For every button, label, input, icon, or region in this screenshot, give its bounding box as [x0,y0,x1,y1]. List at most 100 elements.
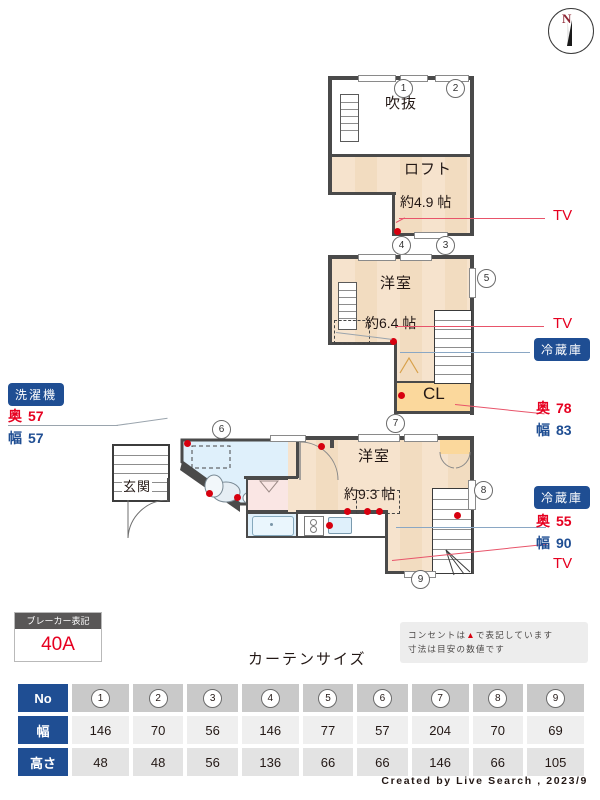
circled-number-7: 7 [430,688,450,708]
plan-marker-4: 4 [392,236,411,255]
outlet-lower-1 [184,440,191,447]
stove-burner-2-icon [310,526,317,533]
tv-label-mid: TV [553,315,573,332]
low-closet-yellow [440,440,470,454]
washer-depth-label: 奥 [8,408,22,424]
mid-wall-left [328,255,332,345]
credit-text: Created by Live Search , 2023/9 [381,775,588,787]
fridge-low-chip: 冷蔵庫 [534,486,591,509]
window-7b [404,434,438,442]
low-wall-topleft [330,436,334,448]
entrance-doorjamb [167,478,170,502]
washer-width-label: 幅 [8,430,22,446]
tv-leader-mid [396,326,544,327]
loft-ladder [340,94,359,142]
closet-door-chevron-icon [399,356,419,374]
outlet-lower-5 [326,522,333,529]
outlet-lower-6 [344,508,351,515]
room-label-bedroom93: 洋室 [358,448,391,465]
low-wall-midbottom [296,510,388,513]
plan-marker-9: 9 [411,570,430,589]
fridge-leader-mid [400,352,530,353]
table-cell-width-1: 146 [72,716,129,744]
table-cell-no-1: 1 [72,684,129,712]
compass-rose: N [548,8,594,54]
loft-wall-stepv [392,192,395,236]
window-7 [358,434,400,442]
upper-wall-mid [328,154,474,157]
washer-width-row: 幅 57 [8,428,44,448]
table-cell-no-5: 5 [302,684,354,712]
bathtub-drain-icon [270,523,273,526]
washer-leader-h [8,425,118,426]
table-cell-height-4: 136 [241,748,299,776]
table-cell-width-3: 56 [187,716,238,744]
stove-burner-1-icon [310,519,317,526]
outlet-lower-9 [454,512,461,519]
upper-wall-left [328,76,332,158]
room-label-loft: ロフト [404,161,453,178]
legend-note: コンセントは▲で表記しています 寸法は目安の数値です [400,622,588,663]
circled-number-5: 5 [318,688,338,708]
mid-wall-right [470,255,474,415]
low-wall-left [296,436,299,478]
room-label-closet: CL [423,384,445,403]
outlet-lower-3 [234,494,241,501]
mid-alcove-dashed [334,320,370,344]
table-cell-height-5: 66 [302,748,354,776]
window-6 [270,435,306,442]
fridge-mid-depth-label: 奥 [536,400,550,416]
table-cell-width-8: 70 [472,716,523,744]
fridge-leader-low [396,527,546,528]
legend-note-line1: コンセントは▲で表記しています [408,630,554,640]
table-cell-height-6: 66 [357,748,408,776]
loft-wall-step [328,192,396,195]
low-wall-top [330,436,474,440]
compass-needle-dark [567,20,572,46]
table-cell-no-9: 9 [527,684,584,712]
table-cell-no-7: 7 [411,684,469,712]
table-cell-width-7: 204 [411,716,469,744]
bathtub-shape [252,516,294,536]
low-wall-topleft2 [296,436,332,440]
plan-marker-6: 6 [212,420,231,439]
table-cell-no-6: 6 [357,684,408,712]
circled-number-1: 1 [90,688,110,708]
room-label-bedroom64: 洋室 [380,275,413,292]
plan-marker-8: 8 [474,481,493,500]
low-wall-stepv [385,510,388,574]
tv-label-loft: TV [553,207,573,224]
table-cell-width-4: 146 [241,716,299,744]
circled-number-3: 3 [203,688,223,708]
table-cell-width-6: 57 [357,716,408,744]
row-header-width: 幅 [18,716,68,744]
washer-width-value: 57 [28,430,44,446]
tv-label-low: TV [553,555,573,572]
low-staircase [432,488,472,574]
table-cell-width-5: 77 [302,716,354,744]
low-shade-2 [400,440,422,574]
table-row-width: 幅 146 70 56 146 77 57 204 70 69 [18,716,584,744]
circled-number-2: 2 [148,688,168,708]
mid-wall-stepv [394,342,397,414]
fridge-low-width-label: 幅 [536,535,550,551]
outlet-marker-loft [394,228,401,235]
loft-shade-1 [355,156,377,194]
circled-number-9: 9 [546,688,565,708]
room-size-bedroom93: 約9.3 帖 [344,486,396,502]
window-1b [400,75,428,82]
fridge-low-depth-label: 奥 [536,513,550,529]
mid-wall-bottom [394,411,474,414]
compass-ring [548,8,594,54]
plan-marker-5: 5 [477,269,496,288]
mid-shade-2 [400,258,422,383]
fridge-low-width-value: 90 [556,535,572,551]
compass-north-label: N [562,11,572,26]
outlet-marker-mid-2 [398,392,405,399]
mid-shade-1 [355,258,377,345]
table-cell-height-2: 48 [132,748,184,776]
